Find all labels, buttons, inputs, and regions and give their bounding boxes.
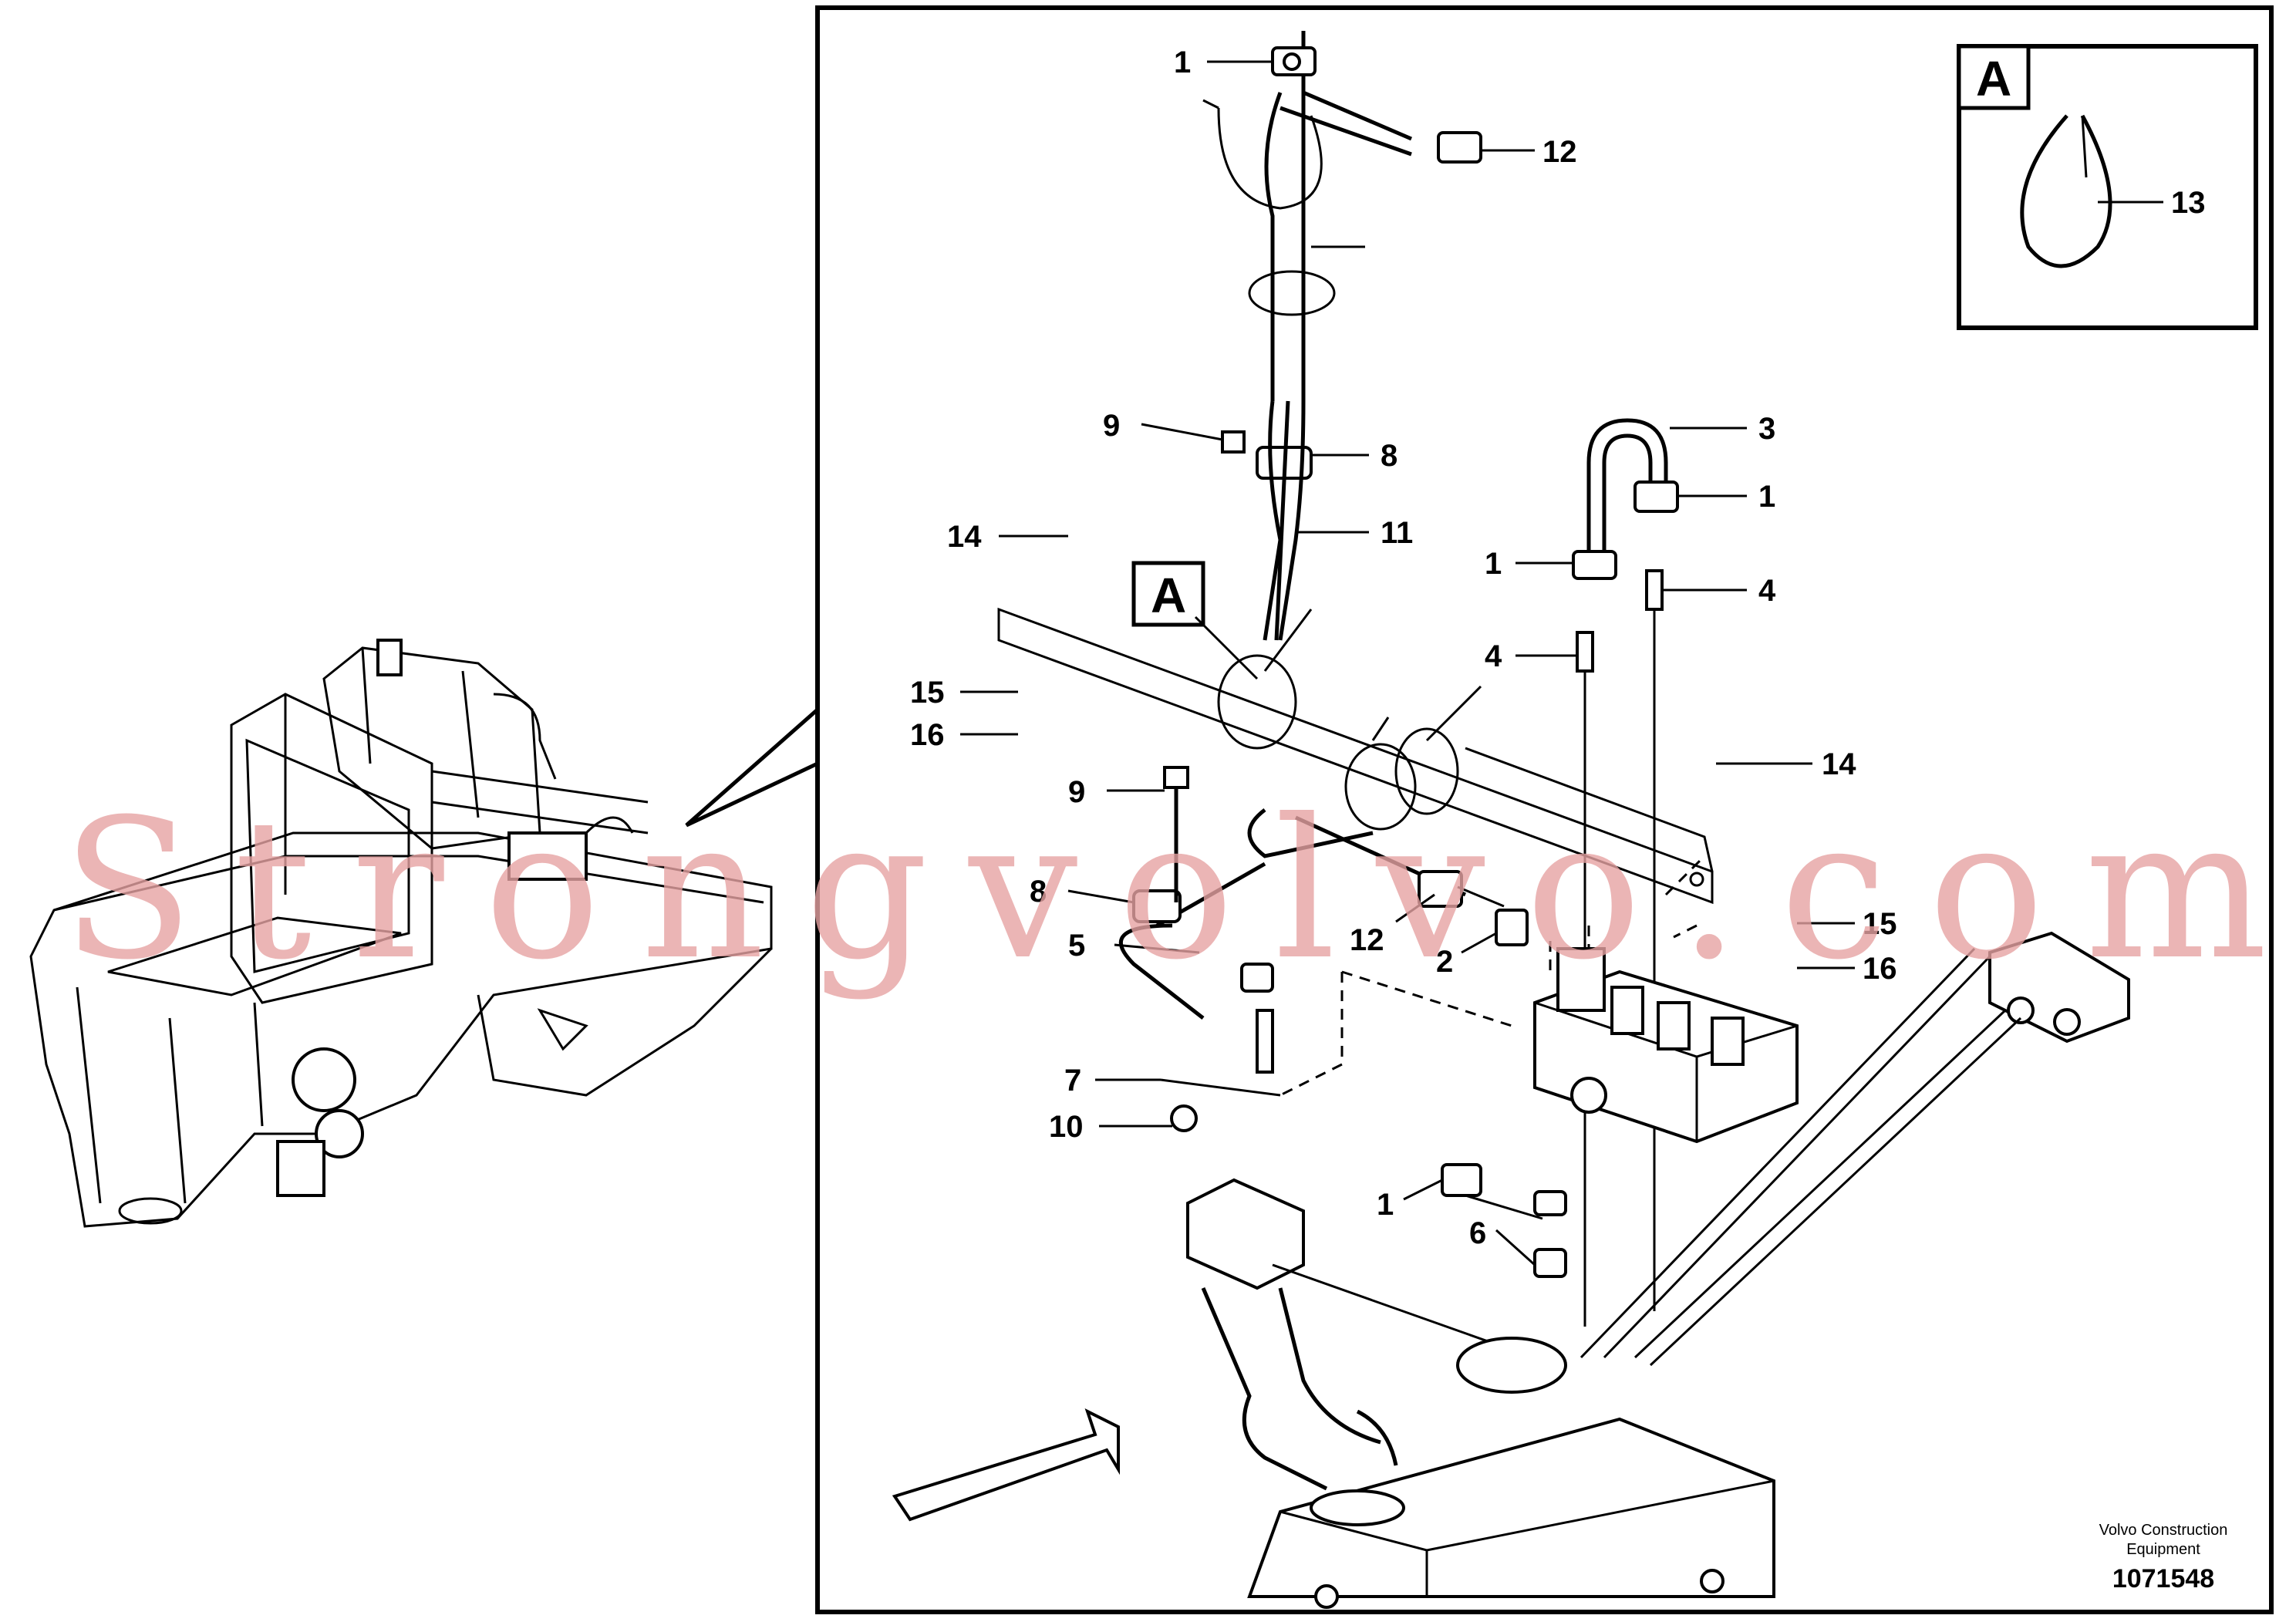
fuel-tank	[1186, 1178, 1775, 1609]
lower-fittings	[1441, 1163, 1567, 1278]
callout-1: 1	[1485, 547, 1502, 581]
callout-16: 16	[910, 718, 945, 752]
callout-12: 12	[1542, 135, 1577, 169]
callout-8: 8	[1030, 875, 1047, 909]
callout-14: 14	[947, 520, 982, 554]
callout-10: 10	[1049, 1110, 1084, 1144]
callout-1: 1	[1174, 46, 1191, 79]
callout-labels: 1 12 9 8 3 1 14 11 1 4 4 15 16 14 9 8 12…	[910, 46, 1897, 1250]
callout-8: 8	[1381, 439, 1397, 473]
watermark: Strongvolvo.com	[62, 777, 2267, 1002]
callout-15: 15	[910, 676, 945, 710]
drawing-number: 1071548	[2112, 1564, 2214, 1593]
footer-company-line2: Equipment	[2126, 1541, 2200, 1558]
callout-16: 16	[1863, 952, 1897, 986]
callout-11: 11	[1381, 516, 1413, 550]
detail-frame	[815, 5, 2274, 1614]
callout-9: 9	[1103, 409, 1120, 443]
footer: Volvo Construction Equipment 1071548	[2099, 1522, 2228, 1593]
callout-pointer	[685, 708, 819, 828]
upper-hose-assembly	[1202, 31, 1482, 641]
callout-2: 2	[1436, 945, 1453, 979]
direction-arrow	[892, 1408, 1120, 1522]
mounting-rail	[997, 607, 1714, 905]
callout-4: 4	[1485, 639, 1502, 673]
machine-overview	[29, 639, 773, 1228]
callout-15: 15	[1863, 907, 1897, 941]
callout-3: 3	[1758, 412, 1775, 446]
callout-7: 7	[1064, 1064, 1081, 1098]
callout-1: 1	[1377, 1188, 1394, 1222]
callout-12: 12	[1350, 923, 1384, 957]
callout-14: 14	[1822, 747, 1856, 781]
detail-marker-label: A	[1151, 568, 1186, 623]
pump-unit	[1279, 855, 1799, 1144]
callout-13: 13	[2171, 186, 2206, 220]
sensor-harness	[1580, 931, 2130, 1367]
detail-marker-a: A	[1131, 561, 1259, 680]
callout-4: 4	[1758, 574, 1776, 608]
footer-company: Volvo Construction	[2099, 1522, 2228, 1539]
detail-label: A	[1976, 51, 2011, 106]
detail-inset-a: A 13	[1957, 44, 2258, 330]
callout-leaders	[960, 60, 1855, 1266]
callout-5: 5	[1068, 929, 1085, 963]
vertical-tube-assembly	[1572, 418, 1679, 1327]
callout-1: 1	[1758, 480, 1775, 514]
callout-6: 6	[1469, 1216, 1486, 1250]
callout-9: 9	[1068, 775, 1085, 809]
